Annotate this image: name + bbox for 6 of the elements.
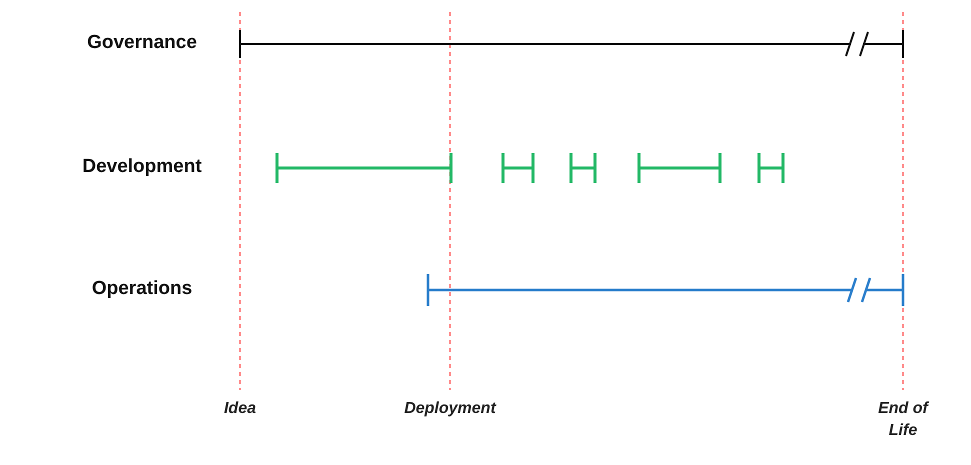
milestone-label: Idea [222, 399, 257, 419]
row-label: Governance [86, 32, 198, 54]
row-label: Operations [90, 278, 194, 300]
milestone-label: Deployment [403, 399, 498, 419]
row-label: Development [81, 156, 203, 178]
milestone-label: End of Life [877, 399, 930, 441]
